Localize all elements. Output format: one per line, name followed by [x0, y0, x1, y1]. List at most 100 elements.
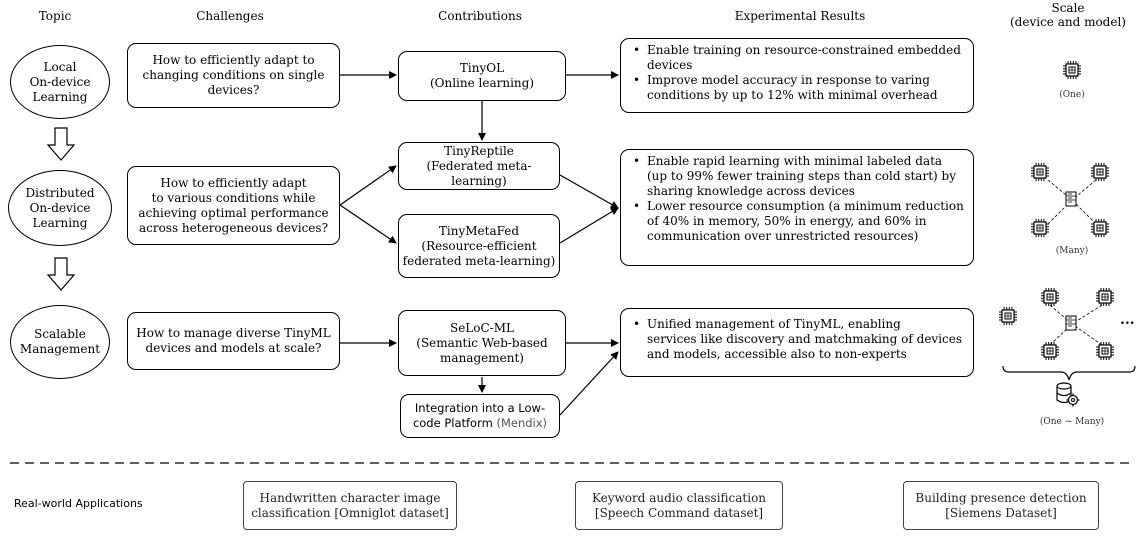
scale-label-one-many: (One ~ Many): [1039, 417, 1105, 427]
topic-local-learning: Local On-device Learning: [10, 45, 110, 119]
topic-text: On-device: [29, 200, 91, 215]
challenge-text: devices and models at scale?: [145, 341, 322, 355]
result-text: Improve model accuracy in response to va…: [647, 73, 930, 87]
result-text: devices: [647, 58, 693, 72]
challenge-text: devices?: [207, 83, 260, 97]
database-gear-icon: [1056, 382, 1080, 407]
hollow-down-arrow-icon: [46, 127, 76, 161]
result-text: services like discovery and matchmaking …: [647, 332, 963, 346]
topic-text: Local: [43, 59, 77, 74]
applications-label: Real-world Applications: [14, 497, 143, 510]
application-text: [Siemens Dataset]: [945, 505, 1057, 520]
scale-label-many: (Many): [1055, 246, 1089, 256]
topic-scalable-management: Scalable Management: [10, 305, 110, 379]
result-text: of 40% in memory, 50% in energy, and 60%…: [647, 214, 927, 228]
result-bullet: Lower resource consumption (a minimum re…: [633, 199, 965, 244]
topic-text: On-device: [29, 74, 91, 89]
application-handwritten: Handwritten character image classificati…: [243, 481, 457, 530]
chip-icon: [1040, 287, 1060, 307]
header-experimental-results: Experimental Results: [734, 9, 866, 23]
result-text: conditions by up to 12% with minimal ove…: [647, 88, 938, 102]
application-keyword-audio: Keyword audio classification [Speech Com…: [575, 481, 783, 530]
contribution-subtitle: management): [440, 350, 524, 365]
result-bullet: Improve model accuracy in response to va…: [633, 73, 965, 103]
result-tinyol: Enable training on resource-constrained …: [620, 38, 974, 113]
one-many-cluster: [998, 287, 1136, 407]
contribution-title: Integration into a Low-: [414, 401, 546, 415]
contribution-title-part: code Platform: [412, 416, 493, 430]
contribution-title: TinyReptile: [444, 143, 514, 158]
server-icon: [1065, 191, 1077, 207]
result-bullet: Enable training on resource-constrained …: [633, 43, 965, 73]
result-text: communication over unrestricted resource…: [647, 229, 919, 243]
contribution-subtitle: (Online learning): [429, 76, 535, 90]
contribution-title: SeLoC-ML: [449, 320, 514, 335]
chip-icon: [998, 306, 1018, 326]
chip-icon: [1040, 341, 1060, 361]
more-devices-ellipsis: ...: [1120, 312, 1135, 328]
topic-text: Distributed: [25, 185, 95, 200]
challenge-text: How to efficiently adapt to: [152, 53, 315, 67]
contribution-subtitle: federated meta-learning): [402, 253, 556, 268]
challenge-text: achieving optimal performance: [138, 205, 329, 220]
topic-text: Learning: [32, 215, 88, 230]
challenge-text: How to efficiently adapt: [160, 175, 307, 190]
topic-text: Management: [19, 342, 101, 356]
result-text: Lower resource consumption (a minimum re…: [647, 199, 964, 213]
contribution-lowcode-integration: Integration into a Low- code Platform (M…: [400, 394, 560, 438]
result-management: Unified management of TinyML, enabling s…: [620, 308, 974, 377]
chip-icon: [1090, 162, 1110, 182]
challenge-text: changing conditions on single: [142, 68, 325, 82]
application-text: [Speech Command dataset]: [594, 505, 764, 520]
result-text: and models, accessible also to non-exper…: [647, 347, 907, 361]
scale-label-one: (One): [1059, 90, 1085, 100]
contribution-tinyreptile: TinyReptile (Federated meta-learning): [398, 142, 560, 190]
result-bullet: Enable rapid learning with minimal label…: [633, 154, 965, 199]
topic-text: Scalable: [34, 327, 86, 341]
challenge-scale-management: How to manage diverse TinyML devices and…: [127, 312, 340, 370]
result-text: (up to 99% fewer training steps than col…: [647, 169, 956, 183]
header-contributions: Contributions: [438, 9, 522, 23]
contribution-subtitle: (Resource-efficient: [421, 238, 537, 253]
brace-icon: [1002, 365, 1136, 381]
challenge-heterogeneous-devices: How to efficiently adapt to various cond…: [127, 166, 340, 245]
result-text: Enable rapid learning with minimal label…: [647, 154, 943, 168]
header-scale-line1: Scale: [1051, 1, 1085, 15]
contribution-subtitle: (Semantic Web-based: [416, 335, 548, 350]
contribution-tinyol: TinyOL (Online learning): [398, 51, 566, 101]
topic-distributed-learning: Distributed On-device Learning: [8, 170, 112, 246]
header-challenges: Challenges: [196, 9, 264, 23]
application-text: Handwritten character image: [259, 490, 441, 505]
challenge-text: across heterogeneous devices?: [138, 220, 329, 235]
contribution-tinymetafed: TinyMetaFed (Resource-efficient federate…: [398, 214, 560, 278]
contribution-platform-name: (Mendix): [496, 416, 548, 430]
challenge-single-device: How to efficiently adapt to changing con…: [127, 43, 340, 108]
chip-icon: [1030, 162, 1050, 182]
many-devices-cluster: [1030, 162, 1110, 238]
chip-icon: [1090, 218, 1110, 238]
contribution-subtitle: (Federated meta-learning): [426, 158, 532, 188]
contribution-title: TinyMetaFed: [438, 223, 520, 238]
result-bullet: Unified management of TinyML, enabling s…: [633, 317, 965, 362]
chip-icon: [1095, 341, 1115, 361]
result-text: Enable training on resource-constrained …: [647, 43, 961, 57]
application-text: classification [Omniglot dataset]: [251, 505, 449, 520]
topic-text: Learning: [32, 89, 88, 104]
contribution-title: TinyOL: [459, 61, 505, 75]
result-text: Unified management of TinyML, enabling: [647, 317, 901, 331]
chip-icon: [1030, 218, 1050, 238]
header-scale-line2: (device and model): [1009, 15, 1126, 29]
server-icon: [1065, 315, 1077, 331]
chip-icon: [1062, 60, 1082, 80]
application-text: Keyword audio classification: [591, 490, 767, 505]
result-text: sharing knowledge across devices: [647, 184, 855, 198]
header-scale: Scale (device and model): [1002, 1, 1134, 29]
result-distributed: Enable rapid learning with minimal label…: [620, 149, 974, 266]
challenge-text: to various conditions while: [151, 190, 316, 205]
contribution-seloc-ml: SeLoC-ML (Semantic Web-based management): [398, 310, 566, 376]
application-building-presence: Building presence detection [Siemens Dat…: [903, 481, 1099, 530]
challenge-text: How to manage diverse TinyML: [136, 326, 331, 340]
contribution-title-line2: code Platform (Mendix): [413, 416, 547, 431]
header-topic: Topic: [38, 9, 72, 23]
